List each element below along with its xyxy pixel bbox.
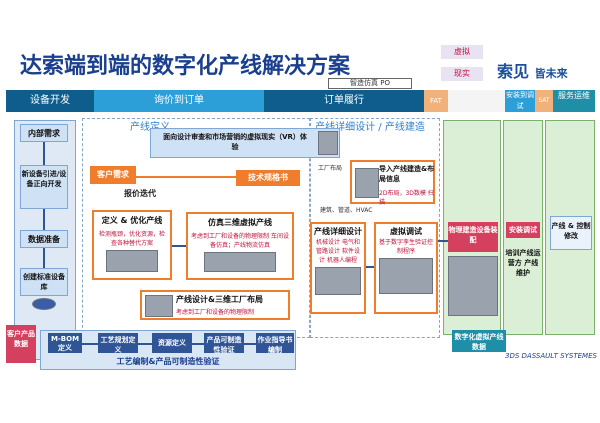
- factory-layout-label: 工厂布局: [318, 165, 343, 172]
- process-bar-label: 工艺编制&产品可制造性验证: [116, 357, 220, 366]
- customer-product-data: 客户产品数据: [6, 325, 36, 363]
- phase-order-fulfillment: 订单履行: [264, 90, 424, 112]
- arrow-resource-to-mfg: [192, 343, 204, 345]
- arrow-mfg-to-instruction: [244, 343, 256, 345]
- step-define-optimize: 定义 & 优化产线 检测瓶颈，优化资源，检查各种替代方案: [92, 210, 172, 280]
- logo-sub: 皆未来: [534, 67, 568, 80]
- virtual-commission-thumbnail: [379, 258, 433, 294]
- building-labels: 建筑、管道、HVAC: [320, 207, 373, 214]
- step-sim-3d: 仿真三维虚拟产线 考虑到工厂和设备的物理限制 车间设备仿真；产线物流仿真: [186, 212, 294, 280]
- phase-service-ops: 服务运维: [553, 90, 595, 112]
- phase-fat: FAT: [424, 90, 448, 112]
- detail-design-thumbnail: [315, 267, 361, 295]
- step-mbom: M-BOM 定义: [48, 333, 82, 353]
- import-line-title: 导入产线建造&布局信息: [379, 165, 435, 183]
- define-optimize-thumbnail: [106, 250, 158, 272]
- legend-virtual: 虚拟: [441, 45, 483, 59]
- step-line-layout: 产线设计&三维工厂布局 考虑到工厂和设备的物理限制: [140, 290, 290, 320]
- arrow-virtual-to-build: [438, 240, 448, 242]
- step-tech-spec: 技术规格书: [236, 170, 300, 186]
- arrow-down-1: [43, 142, 45, 165]
- zone-label-line-definition: 产线定义: [130, 118, 170, 133]
- arrow-define-to-sim: [172, 245, 186, 247]
- step-install-debug: 安装调试: [506, 222, 540, 238]
- import-line-thumbnail: [355, 168, 379, 198]
- order-tag: 智造仿真 PO: [328, 78, 412, 89]
- line-layout-title: 产线设计&三维工厂布局: [176, 295, 263, 304]
- step-virtual-commission: 虚拟调试 基于数字孪生验证控制程序: [374, 222, 438, 314]
- phase-equipment-dev: 设备开发: [6, 90, 94, 112]
- step-customer-req: 客户需求: [90, 166, 136, 184]
- step-new-equipment: 新设备引进/设备正向开发: [20, 165, 68, 209]
- arrow-plan-to-resource: [138, 343, 152, 345]
- virtual-commission-title: 虚拟调试: [390, 227, 422, 236]
- phase-sat: SAT: [535, 90, 553, 112]
- step-data-prep: 数据准备: [20, 230, 68, 248]
- define-optimize-title: 定义 & 优化产线: [101, 216, 163, 225]
- step-manufacturability: 产品可制造性验证: [204, 333, 244, 354]
- arrow-down-2: [43, 209, 45, 230]
- logo-main: 索见: [497, 62, 530, 81]
- page-title: 达索端到端的数字化产线解决方案: [20, 54, 351, 79]
- physical-build-thumbnail: [448, 256, 498, 316]
- sim-3d-thumbnail: [204, 252, 276, 272]
- sim-3d-sub: 考虑到工厂和设备的物理限制 车间设备仿真；产线物流仿真: [191, 233, 289, 249]
- brand-logo: 索见 皆未来: [497, 58, 568, 82]
- step-import-line: 导入产线建造&布局信息 2D布局，3D数模 扫描: [350, 160, 435, 206]
- database-icon: [32, 298, 56, 310]
- step-detail-design: 产线详细设计 机械设计 电气和管路设计 软件设计 机器人编程: [310, 222, 366, 314]
- step-create-std-lib: 创建标准设备库: [20, 268, 68, 296]
- zone-label-detail-design: 产线详细设计 / 产线建造: [315, 122, 425, 133]
- phase-inquiry-to-order: 询价到订单: [94, 90, 264, 112]
- arrow-mbom-to-plan: [82, 343, 98, 345]
- step-digital-line-data: 数字化虚拟产线数据: [452, 330, 506, 352]
- step-physical-build: 物理建造设备装配: [448, 222, 498, 252]
- detail-design-sub: 机械设计 电气和管路设计 软件设计 机器人编程: [316, 239, 360, 264]
- line-layout-thumbnail: [145, 295, 173, 317]
- import-line-sub: 2D布局，3D数模 扫描: [379, 190, 434, 206]
- phase-install-commission: 安装到调试: [505, 90, 535, 112]
- define-optimize-sub: 检测瓶颈，优化资源，检查各种替代方案: [98, 231, 165, 247]
- step-line-control-mod: 产线 & 控制修改: [550, 216, 592, 250]
- legend-real: 现实: [441, 67, 483, 81]
- step-training: 培训产线运营方 产线维护: [505, 249, 541, 277]
- detail-design-title: 产线详细设计: [314, 227, 362, 236]
- line-layout-sub: 考虑到工厂和设备的物理限制: [176, 309, 255, 316]
- vr-thumbnail: [318, 131, 338, 155]
- sim-3d-title: 仿真三维虚拟产线: [208, 218, 272, 227]
- step-internal-req: 内部需求: [20, 124, 68, 142]
- dassault-watermark: 3DS DASSAULT SYSTEMES: [505, 352, 597, 360]
- arrow-customer-to-spec: [136, 176, 236, 178]
- step-vr-review: 面向设计审查和市场营销的虚拟现实（VR）体验: [150, 128, 340, 158]
- virtual-commission-sub: 基于数字孪生验证控制程序: [378, 239, 433, 255]
- arrow-detail-to-virtual: [366, 266, 374, 268]
- arrow-down-3: [43, 248, 45, 268]
- step-work-instruction: 作业指导书编制: [256, 333, 294, 354]
- quote-iteration-label: 报价迭代: [124, 189, 156, 198]
- step-process-plan: 工艺规划定义: [98, 333, 138, 354]
- step-resource-def: 资源定义: [152, 333, 192, 353]
